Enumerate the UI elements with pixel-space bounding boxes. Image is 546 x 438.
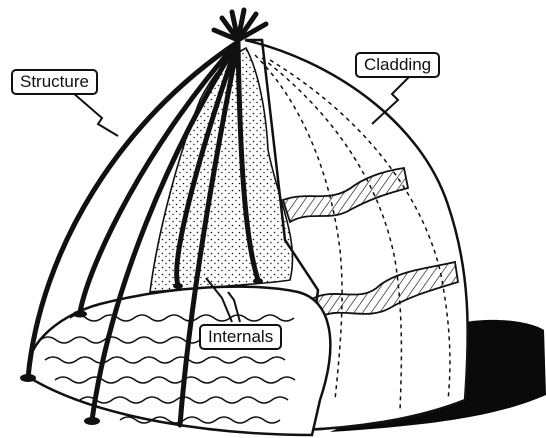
- apex-crown: [214, 10, 266, 40]
- structure-leader: [72, 92, 118, 136]
- structure-label: Structure: [11, 69, 98, 95]
- internals-label: Internals: [199, 324, 282, 350]
- cladding-label: Cladding: [355, 52, 440, 78]
